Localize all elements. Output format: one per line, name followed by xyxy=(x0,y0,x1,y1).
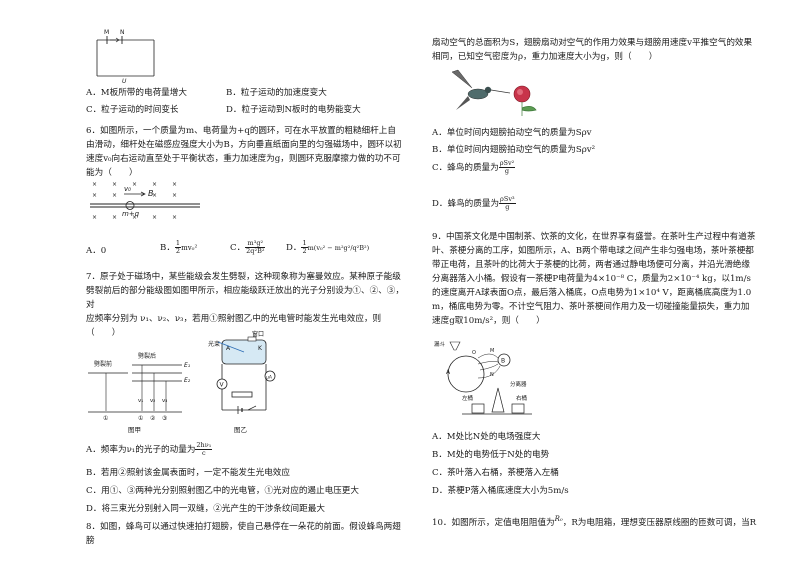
svg-text:N: N xyxy=(490,372,494,378)
left-column: M N U A．M板所带的电荷量增大 B．粒子运动的加速度变大 C．粒子运动的时… xyxy=(86,0,404,566)
figure-b-caption: 图乙 xyxy=(234,426,247,434)
q8-stem: 8．如图，蜂鸟可以通过快速拍打翅膀，使自己悬停在一朵花的前面。假设蜂鸟两翅膀 xyxy=(86,522,401,546)
q5-option-c[interactable]: C．粒子运动的时间变长 xyxy=(86,105,179,115)
q9-stem: 9．中国茶文化是中国制茶、饮茶的文化，在世界享有盛誉。在茶叶生产过程中有道茶叶、… xyxy=(432,232,756,326)
after-split-label: 劈裂后 xyxy=(138,352,156,360)
q8-stem-cont: 扇动空气的总面积为S，翅膀扇动对空气的作用力效果与翅膀用速度v平推空气的效果相同… xyxy=(432,38,753,62)
b-label: B xyxy=(148,189,154,198)
plate-m-label: M xyxy=(104,29,109,36)
voltmeter xyxy=(216,378,228,390)
svg-text:μA: μA xyxy=(266,375,273,381)
ball-a xyxy=(447,355,485,393)
q9-option-a[interactable]: A．M处比N处的电场强度大 xyxy=(432,432,541,442)
svg-text:ν₂: ν₂ xyxy=(150,398,155,404)
right-column: 扇动空气的总面积为S，翅膀扇动对空气的作用力效果与翅膀用速度v平推空气的效果相同… xyxy=(432,0,758,566)
svg-text:×: × xyxy=(172,181,177,188)
ring xyxy=(125,201,135,210)
q9-option-b[interactable]: B．M处的电势低于N处的电势 xyxy=(432,450,550,460)
photoelectric-circuit: 窗口 光束 A K V μA xyxy=(208,330,276,414)
q5-option-a[interactable]: A．M板所带的电荷量增大 xyxy=(86,88,187,98)
svg-text:×: × xyxy=(112,192,117,199)
svg-text:A: A xyxy=(446,369,451,376)
ammeter xyxy=(264,370,276,382)
svg-text:×: × xyxy=(132,214,137,221)
capacitor-figure: M N U xyxy=(96,29,155,85)
svg-text:×: × xyxy=(152,181,157,188)
left-bucket xyxy=(471,403,485,414)
svg-text:B: B xyxy=(501,358,505,365)
hummingbird-icon xyxy=(467,88,489,100)
svg-text:×: × xyxy=(112,214,117,221)
right-bucket xyxy=(511,403,525,414)
q8-option-a[interactable]: A．单位时间内翅膀拍动空气的质量为Sρv xyxy=(432,128,592,138)
svg-text:①: ① xyxy=(103,415,108,422)
svg-text:O: O xyxy=(472,350,476,356)
field-crosses: × × × × × × × × × × × × × × xyxy=(92,181,177,221)
svg-text:×: × xyxy=(132,181,137,188)
svg-text:①: ① xyxy=(138,415,143,422)
q7-stem-cont: 应频率分别为 ν₁、ν₂、ν₃，若用①照射图乙中的光电管时能发生光电效应，则（ … xyxy=(86,314,382,338)
magnetic-field-figure: × × × × × × × × × × × × × × v₀ B m+q xyxy=(90,181,200,221)
svg-text:③: ③ xyxy=(162,415,167,422)
hummingbird-illustration xyxy=(451,69,537,116)
voltage-u-label: U xyxy=(122,78,127,85)
hopper-label: 漏斗 xyxy=(434,340,446,348)
q7-option-d[interactable]: D．将三束光分别射入同一双缝，②光产生的干涉条纹间距最大 xyxy=(86,504,325,514)
svg-text:×: × xyxy=(92,214,97,221)
svg-text:ν₁: ν₁ xyxy=(138,398,143,404)
q9-option-d[interactable]: D．茶梗P落入桶底速度大小为5m/s xyxy=(432,486,569,496)
q6-option-a[interactable]: A．0 xyxy=(86,246,107,256)
separator-label: 分离器 xyxy=(510,380,527,388)
svg-text:M: M xyxy=(490,348,494,354)
q10-stem: 10．如图所示，定值电阻阻值为R₀，R为电阻箱，理想变压器原线圈的匝数可调，当R xyxy=(432,515,757,528)
figure-a-caption: 图甲 xyxy=(128,426,141,434)
svg-text:A: A xyxy=(226,345,231,352)
before-split-label: 劈裂前 xyxy=(94,360,112,368)
q7-option-c[interactable]: C．用①、③两种光分别照射图乙中的光电管，①光对应的遏止电压更大 xyxy=(86,486,359,496)
ball-b xyxy=(497,353,511,367)
svg-text:×: × xyxy=(92,181,97,188)
wing-icon xyxy=(451,69,473,89)
q8-option-b[interactable]: B．单位时间内翅膀拍动空气的质量为Sρv² xyxy=(432,145,596,155)
v0-label: v₀ xyxy=(124,185,131,193)
svg-text:②: ② xyxy=(150,415,156,422)
svg-text:×: × xyxy=(172,214,177,221)
e2-label: E₂ xyxy=(184,377,191,384)
q7-option-b[interactable]: B．若用②照射该金属表面时，一定不能发生光电效应 xyxy=(86,468,290,478)
q9-option-c[interactable]: C．茶叶落入右桶，茶梗落入左桶 xyxy=(432,468,559,478)
svg-text:V: V xyxy=(220,382,225,389)
svg-text:×: × xyxy=(152,214,157,221)
mq-label: m+q xyxy=(122,210,140,218)
q5-option-b[interactable]: B．粒子运动的加速度变大 xyxy=(226,88,327,98)
svg-text:×: × xyxy=(92,192,97,199)
svg-text:K: K xyxy=(258,345,263,352)
q7-stem: 7．原子处于磁场中，某些能级会发生劈裂，这种现象称为塞曼效应。某种原子能级劈裂前… xyxy=(86,272,404,310)
window-label: 窗口 xyxy=(252,330,264,338)
svg-text:×: × xyxy=(172,192,177,199)
light-beam-label: 光束 xyxy=(208,340,220,348)
svg-text:ν₃: ν₃ xyxy=(162,398,167,404)
plate-n-label: N xyxy=(120,29,125,36)
svg-text:左桶: 左桶 xyxy=(462,394,474,402)
e1-label: E₁ xyxy=(184,362,191,369)
q6-stem: 6．如图所示，一个质量为m、电荷量为+q的圆环，可在水平放置的粗糙细杆上自由滑动… xyxy=(86,126,402,178)
tea-separator-figure: 漏斗 A B M N O 分离器 左桶 右桶 xyxy=(434,340,532,415)
svg-text:×: × xyxy=(112,181,117,188)
energy-level-diagram: 劈裂前 劈裂后 E₁ E₂ ν₁ ν₂ ν₃ ① ① ② ③ xyxy=(88,352,191,422)
svg-text:右桶: 右桶 xyxy=(516,394,528,402)
q5-option-d[interactable]: D．粒子运动到N板时的电势能变大 xyxy=(226,105,361,115)
svg-text:×: × xyxy=(152,192,157,199)
